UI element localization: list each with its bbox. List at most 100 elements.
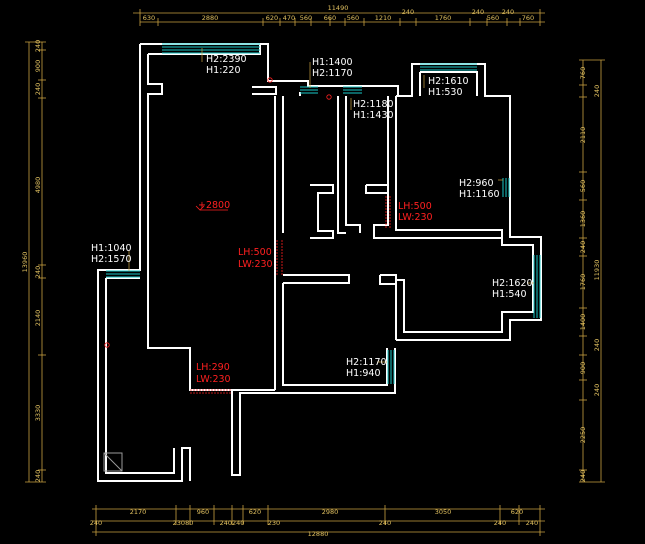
dim-bottom-b6: 240 bbox=[494, 519, 506, 527]
dim-top-14: 760 bbox=[522, 14, 534, 22]
corner-marker bbox=[103, 452, 123, 472]
dim-top-3: 620 bbox=[266, 14, 278, 22]
label-beam1-lh: LH:500 bbox=[238, 247, 272, 258]
dim-ticks-left bbox=[25, 41, 46, 483]
dim-bottom-b1: 240 bbox=[90, 519, 102, 527]
dim-top-9: 240 bbox=[402, 8, 414, 16]
label-w2-h2: H2:1170 bbox=[312, 68, 353, 79]
dim-right-7: 1760 bbox=[579, 274, 587, 291]
dim-right-1: 760 bbox=[579, 67, 587, 79]
dim-right-6: 240 bbox=[579, 241, 587, 253]
marker-circle-3 bbox=[104, 342, 110, 348]
window-bedroom-right bbox=[502, 178, 510, 197]
dim-top-1: 630 bbox=[143, 14, 155, 22]
dim-left-1: 240 bbox=[34, 40, 42, 52]
label-w1-h2: H2:2390 bbox=[206, 54, 247, 65]
dim-top-total: 11490 bbox=[328, 4, 349, 12]
dim-right-12: 2250 bbox=[579, 427, 587, 444]
label-w1-h1: H1:220 bbox=[206, 65, 241, 76]
dim-top-4: 470 bbox=[283, 14, 295, 22]
window-bedroom-top bbox=[420, 63, 477, 71]
dim-top-11: 240 bbox=[472, 8, 484, 16]
dim-right-8: 1400 bbox=[579, 314, 587, 331]
windows bbox=[106, 43, 541, 384]
dim-left-7: 3330 bbox=[34, 405, 42, 422]
label-w3-h1: H1:530 bbox=[428, 87, 463, 98]
dim-top-8: 1210 bbox=[375, 14, 392, 22]
walls bbox=[97, 43, 542, 482]
dim-ticks-top bbox=[139, 9, 541, 26]
label-beam3-lh: LH:290 bbox=[196, 362, 230, 373]
dim-right-3: 2110 bbox=[579, 127, 587, 144]
dim-bottom-a1: 2170 bbox=[130, 508, 147, 516]
beam-lines bbox=[104, 77, 391, 394]
dim-left-5: 240 bbox=[34, 266, 42, 278]
dim-bottom-total: 12880 bbox=[308, 530, 329, 538]
dim-left-8: 240 bbox=[34, 470, 42, 482]
dimension-text-right: 11930 760 240 2110 560 1360 240 1760 140… bbox=[579, 67, 601, 482]
dim-top-6: 660 bbox=[324, 14, 336, 22]
label-beam3-lw: LW:230 bbox=[196, 374, 231, 385]
dim-right-2: 240 bbox=[593, 85, 601, 97]
dim-top-7: 560 bbox=[347, 14, 359, 22]
dimension-text-bottom: 2170 960 620 2980 3050 620 240 23080 240… bbox=[90, 508, 538, 538]
label-w4-h2: H2:1180 bbox=[353, 99, 394, 110]
window-bottom-room bbox=[387, 350, 395, 384]
label-w5-h2: H2:960 bbox=[459, 178, 494, 189]
dim-left-2: 900 bbox=[34, 60, 42, 72]
annotations: H2:2390 H1:220 H1:1400 H2:1170 H2:1610 H… bbox=[91, 54, 533, 385]
window-corridor-1 bbox=[300, 86, 318, 94]
dim-top-12: 560 bbox=[487, 14, 499, 22]
label-w4-h1: H1:1430 bbox=[353, 110, 394, 121]
label-beam1-lw: LW:230 bbox=[238, 259, 273, 270]
dim-bottom-a6: 620 bbox=[511, 508, 523, 516]
label-w7-h1: H1:540 bbox=[492, 289, 527, 300]
dim-right-total: 11930 bbox=[593, 260, 601, 281]
dimension-lines bbox=[25, 9, 605, 536]
dim-bottom-a3: 620 bbox=[249, 508, 261, 516]
dim-bottom-b3: 240240 bbox=[220, 519, 245, 527]
marker-circle-2 bbox=[326, 94, 332, 100]
label-w6-h1: H1:1040 bbox=[91, 243, 132, 254]
window-bay-right bbox=[533, 255, 541, 318]
label-beam2-lw: LW:230 bbox=[398, 212, 433, 223]
dim-right-13: 240 bbox=[579, 470, 587, 482]
dim-left-4: 4980 bbox=[34, 177, 42, 194]
dim-right-9: 240 bbox=[593, 339, 601, 351]
window-left-balcony bbox=[106, 270, 140, 278]
dim-top-5: 560 bbox=[300, 14, 312, 22]
dim-left-3: 240 bbox=[34, 83, 42, 95]
dim-bottom-b2: 23080 bbox=[173, 519, 194, 527]
dim-ticks-bottom bbox=[95, 505, 541, 536]
marker-circle-1 bbox=[267, 77, 273, 83]
dim-bottom-b7: 240 bbox=[526, 519, 538, 527]
label-leaders bbox=[128, 48, 534, 363]
dim-top-2: 2880 bbox=[202, 14, 219, 22]
label-w2-h1: H1:1400 bbox=[312, 57, 353, 68]
dim-top-10: 1760 bbox=[435, 14, 452, 22]
label-w3-h2: H2:1610 bbox=[428, 76, 469, 87]
label-w5-h1: H1:1160 bbox=[459, 189, 500, 200]
dim-right-4: 560 bbox=[579, 180, 587, 192]
label-floor-level: +2800 bbox=[198, 200, 230, 211]
label-w8-h2: H2:1170 bbox=[346, 357, 387, 368]
dim-right-5: 1360 bbox=[579, 211, 587, 228]
label-w6-h2: H2:1570 bbox=[91, 254, 132, 265]
dim-left-6: 2140 bbox=[34, 310, 42, 327]
dim-bottom-a2: 960 bbox=[197, 508, 209, 516]
dim-right-10: 900 bbox=[579, 362, 587, 374]
dim-left-total: 13960 bbox=[21, 252, 29, 273]
dimension-text-left: 13960 240 900 240 4980 240 2140 3330 240 bbox=[21, 40, 42, 482]
window-top-living bbox=[162, 43, 260, 54]
window-corridor-2 bbox=[343, 86, 362, 94]
dim-bottom-b5: 240 bbox=[379, 519, 391, 527]
dim-bottom-a4: 2980 bbox=[322, 508, 339, 516]
dimension-text-top: 11490 630 2880 620 470 560 660 560 1210 … bbox=[143, 4, 534, 22]
label-beam2-lh: LH:500 bbox=[398, 201, 432, 212]
dim-ticks-right bbox=[579, 59, 605, 483]
label-w8-h1: H1:940 bbox=[346, 368, 381, 379]
dim-right-11: 240 bbox=[593, 384, 601, 396]
label-w7-h2: H2:1620 bbox=[492, 278, 533, 289]
dim-top-13: 240 bbox=[502, 8, 514, 16]
